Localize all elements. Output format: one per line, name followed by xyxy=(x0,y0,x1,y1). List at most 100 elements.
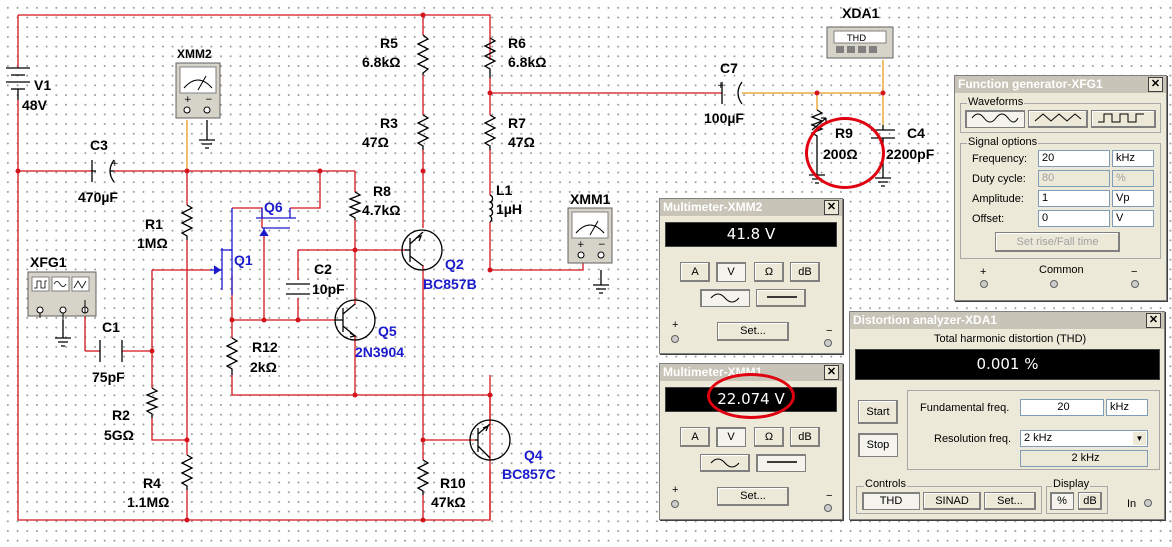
battery-v1[interactable] xyxy=(6,67,30,100)
sinad-button[interactable]: SINAD xyxy=(923,492,981,510)
multimeter-xmm2-window[interactable]: Multimeter-XMM2✕ 41.8 V A V Ω dB Set... … xyxy=(659,198,843,354)
close-icon[interactable]: ✕ xyxy=(1148,77,1163,92)
ampere-button[interactable]: A xyxy=(680,262,710,282)
svg-text:+: + xyxy=(577,240,585,250)
resistor-r2 xyxy=(145,387,159,418)
label-c1: C1 xyxy=(102,319,120,335)
amplitude-input[interactable]: 1 xyxy=(1038,190,1110,207)
label-c4: C4 xyxy=(907,125,925,141)
common-terminal[interactable] xyxy=(1050,280,1058,288)
transistor-q5[interactable] xyxy=(334,299,376,341)
sine-wave-button[interactable] xyxy=(965,110,1025,128)
transistor-q1[interactable] xyxy=(210,208,233,295)
resolution-freq-readout: 2 kHz xyxy=(1020,450,1148,467)
xfg1-icon[interactable] xyxy=(27,271,97,320)
start-button[interactable]: Start xyxy=(858,400,898,424)
set-button[interactable]: Set... xyxy=(717,487,789,506)
label-l1: L1 xyxy=(496,182,513,198)
svg-text:−: − xyxy=(205,95,213,105)
plus-terminal[interactable] xyxy=(980,280,988,288)
input-terminal[interactable] xyxy=(1144,499,1152,507)
decibel-button[interactable]: dB xyxy=(1078,492,1102,510)
frequency-unit[interactable]: kHz xyxy=(1112,150,1154,167)
fundamental-freq-unit[interactable]: kHz xyxy=(1106,399,1148,416)
thd-button[interactable]: THD xyxy=(862,492,920,510)
resistor-r12 xyxy=(225,337,239,375)
inductor-l1[interactable] xyxy=(488,194,494,223)
close-icon[interactable]: ✕ xyxy=(824,200,839,215)
dc-mode-button[interactable] xyxy=(756,454,806,472)
plus-terminal[interactable] xyxy=(671,500,679,508)
minus-terminal[interactable] xyxy=(1131,280,1139,288)
svg-text:+: + xyxy=(184,95,192,105)
amplitude-label: Amplitude: xyxy=(972,193,1024,205)
duty-cycle-input[interactable]: 80 xyxy=(1038,170,1110,187)
resolution-freq-select[interactable]: 2 kHz ▼ xyxy=(1020,430,1148,447)
resolution-freq-readout-text: 2 kHz xyxy=(1071,452,1100,464)
ac-mode-button[interactable] xyxy=(700,454,750,472)
decibel-button[interactable]: dB xyxy=(790,427,820,447)
ac-wave-icon xyxy=(710,293,740,303)
label-r1-value: 1MΩ xyxy=(137,235,168,251)
xmm2-icon[interactable]: + − xyxy=(175,62,221,119)
xmm1-icon[interactable]: + − xyxy=(567,207,613,264)
offset-unit[interactable]: V xyxy=(1112,210,1154,227)
plus-terminal[interactable] xyxy=(671,335,679,343)
ohm-button[interactable]: Ω xyxy=(754,262,784,282)
percent-button[interactable]: % xyxy=(1050,492,1074,510)
set-button[interactable]: Set... xyxy=(717,322,789,341)
controls-label: Controls xyxy=(864,478,907,490)
label-r8: R8 xyxy=(373,183,391,199)
duty-cycle-label: Duty cycle: xyxy=(972,173,1026,185)
volt-button[interactable]: V xyxy=(716,427,746,447)
xda1-icon[interactable] xyxy=(826,26,894,59)
square-wave-button[interactable] xyxy=(1091,110,1156,128)
function-generator-window[interactable]: Function generator-XFG1✕ Waveforms Signa… xyxy=(954,75,1167,301)
highlight-circle-xmm1-reading xyxy=(707,373,795,419)
stop-button[interactable]: Stop xyxy=(858,433,898,457)
highlight-circle-r9 xyxy=(805,117,885,189)
duty-cycle-unit[interactable]: % xyxy=(1112,170,1154,187)
volt-button[interactable]: V xyxy=(716,262,746,282)
transistor-q6[interactable] xyxy=(256,208,296,237)
label-xmm1: XMM1 xyxy=(570,191,611,207)
minus-terminal[interactable] xyxy=(824,504,832,512)
fundamental-freq-input[interactable]: 20 xyxy=(1020,399,1104,416)
dc-mode-button[interactable] xyxy=(756,289,806,307)
resistor-r1 xyxy=(180,204,194,240)
resistor-r4 xyxy=(180,454,194,490)
minus-terminal[interactable] xyxy=(824,339,832,347)
offset-input[interactable]: 0 xyxy=(1038,210,1110,227)
set-button[interactable]: Set... xyxy=(984,492,1036,510)
display-label: Display xyxy=(1052,478,1091,490)
frequency-input[interactable]: 20 xyxy=(1038,150,1110,167)
transistor-q4[interactable] xyxy=(469,419,511,461)
dropdown-arrow-icon[interactable]: ▼ xyxy=(1133,432,1146,445)
common-terminal-label: Common xyxy=(1039,264,1084,276)
label-v1: V1 xyxy=(34,77,51,93)
decibel-button[interactable]: dB xyxy=(790,262,820,282)
ampere-button[interactable]: A xyxy=(680,427,710,447)
resistor-r6 xyxy=(483,37,497,78)
close-icon[interactable]: ✕ xyxy=(824,365,839,380)
label-c7-value: 100µF xyxy=(704,110,744,126)
resistor-r3 xyxy=(416,114,430,150)
ac-mode-button[interactable] xyxy=(700,289,750,307)
resistor-r5 xyxy=(416,34,430,75)
set-rise-fall-button[interactable]: Set rise/Fall time xyxy=(995,232,1120,252)
label-q6: Q6 xyxy=(264,199,283,215)
label-r1: R1 xyxy=(145,216,163,232)
amplitude-unit[interactable]: Vp xyxy=(1112,190,1154,207)
resistors[interactable] xyxy=(145,34,827,495)
close-icon[interactable]: ✕ xyxy=(1146,313,1161,328)
ohm-button[interactable]: Ω xyxy=(754,427,784,447)
triangle-wave-button[interactable] xyxy=(1028,110,1088,128)
distortion-analyzer-window[interactable]: Distortion analyzer-XDA1✕ Total harmonic… xyxy=(849,311,1165,520)
sine-wave-icon xyxy=(971,113,1019,123)
ac-wave-icon xyxy=(710,458,740,468)
transistor-q2[interactable] xyxy=(401,229,443,271)
label-c2-value: 10pF xyxy=(312,281,345,297)
label-r3-value: 47Ω xyxy=(362,134,389,150)
input-terminal-label: In xyxy=(1127,498,1137,510)
minus-terminal-label: − xyxy=(826,325,833,337)
